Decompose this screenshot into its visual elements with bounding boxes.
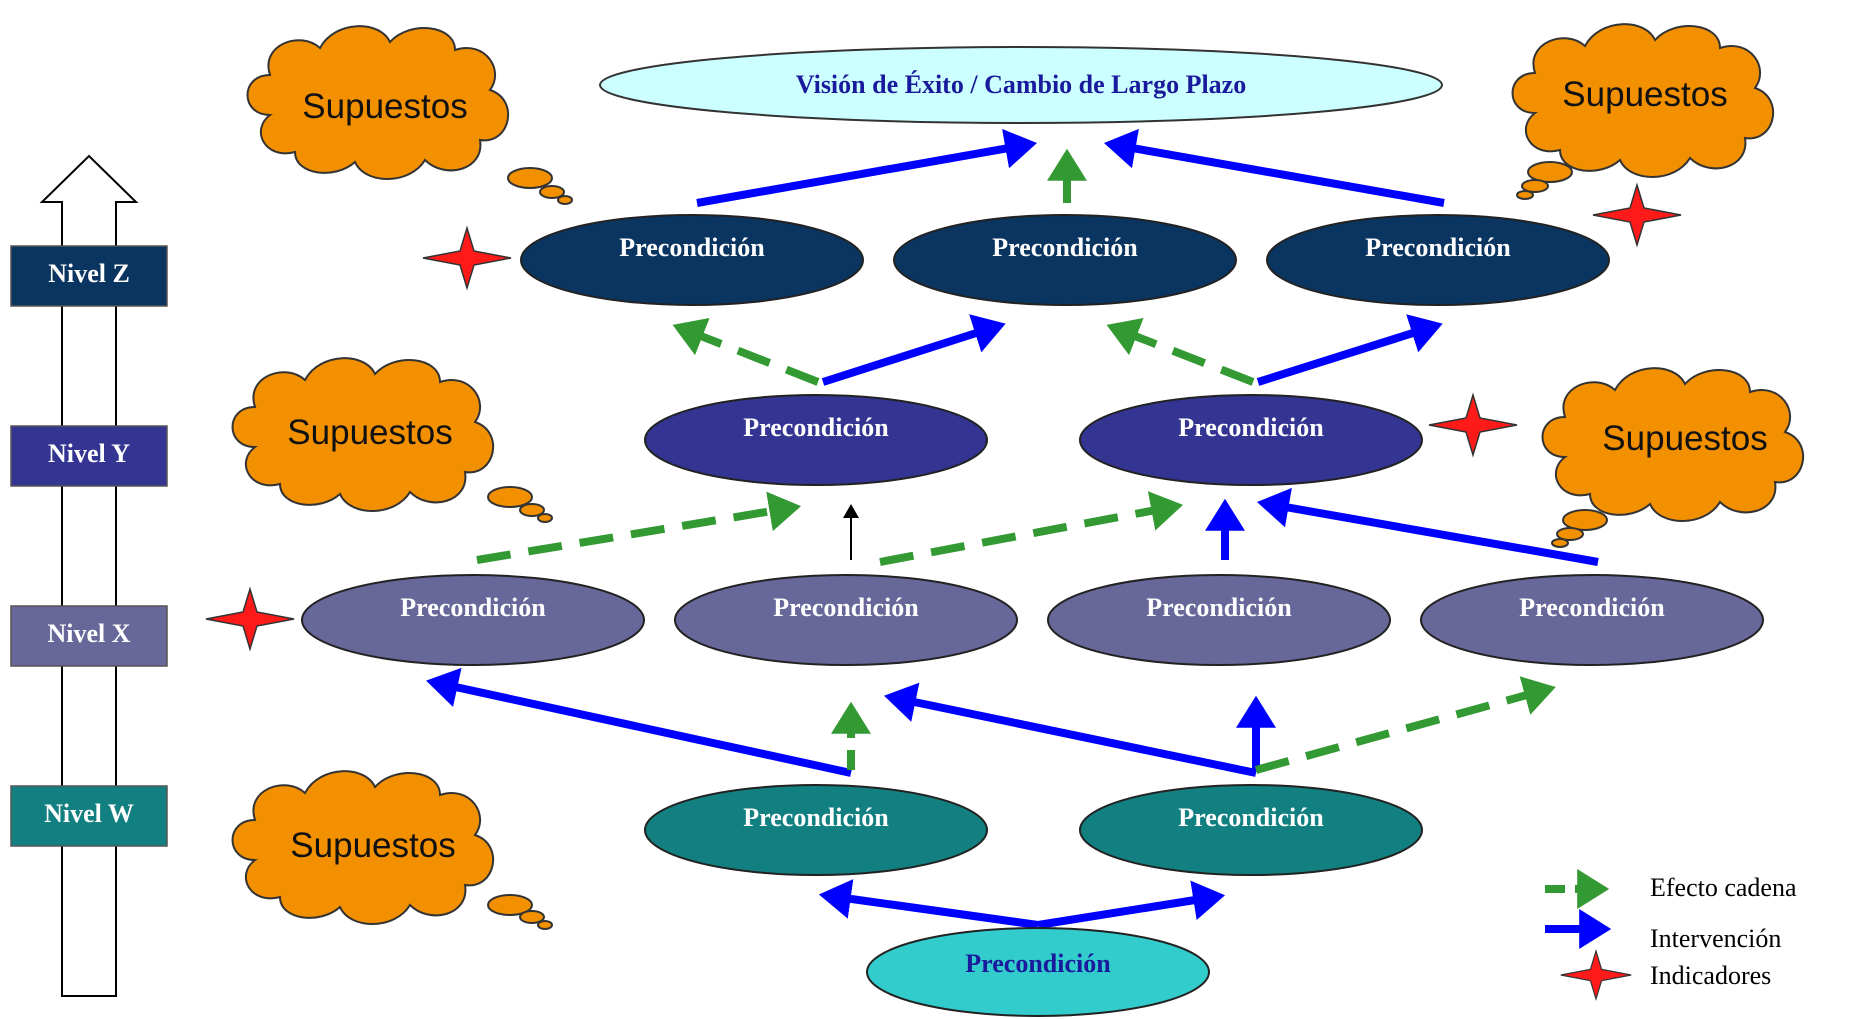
precondition-x3: Precondición <box>1047 574 1391 666</box>
assumption-cloud-mid-left: Supuestos <box>231 357 553 523</box>
intervention-arrow <box>821 314 1006 386</box>
level-y-label: Nivel Y <box>48 439 130 468</box>
level-x-badge: Nivel X <box>10 605 168 667</box>
precondition-label: Precondición <box>743 413 889 442</box>
intervention-arrow <box>884 682 1257 777</box>
chain-effect-arrow <box>672 317 820 386</box>
precondition-label: Precondición <box>619 233 765 262</box>
assumption-label: Supuestos <box>1602 419 1767 458</box>
precondition-x2: Precondición <box>674 574 1018 666</box>
precondition-label: Precondición <box>743 803 889 832</box>
precondition-w2: Precondición <box>1079 784 1423 876</box>
precondition-label: Precondición <box>400 593 546 622</box>
level-z-badge: Nivel Z <box>10 245 168 307</box>
assumption-label: Supuestos <box>290 826 455 865</box>
level-w-badge: Nivel W <box>10 785 168 847</box>
precondition-y2: Precondición <box>1079 394 1423 486</box>
indicator-legend-icon <box>1560 950 1632 1000</box>
intervention-arrow <box>1037 880 1226 929</box>
precondition-label: Precondición <box>1146 593 1292 622</box>
chain-effect-arrow <box>476 491 802 564</box>
chain-effect-arrow <box>1254 676 1556 774</box>
level-x-label: Nivel X <box>47 619 130 648</box>
assumption-label: Supuestos <box>302 87 467 126</box>
precondition-label: Precondición <box>1178 413 1324 442</box>
chain-effect-arrow <box>879 491 1184 566</box>
assumption-cloud-top-left: Supuestos <box>246 25 573 205</box>
level-y-badge: Nivel Y <box>10 425 168 487</box>
assumption-cloud-mid-right: Supuestos <box>1541 367 1805 548</box>
intervention-arrow <box>1256 487 1599 566</box>
chain-effect-arrows <box>476 148 1556 774</box>
legend-indicators: Indicadores <box>1650 961 1771 990</box>
precondition-z1: Precondición <box>520 214 864 306</box>
intervention-arrows <box>426 128 1599 929</box>
vision-label: Visión de Éxito / Cambio de Largo Plazo <box>796 70 1246 99</box>
chain-effect-arrow <box>1106 317 1255 386</box>
intervention-arrow <box>426 667 852 777</box>
precondition-label: Precondición <box>1365 233 1511 262</box>
level-z-label: Nivel Z <box>48 259 130 288</box>
intervention-arrow <box>696 128 1038 207</box>
precondition-y1: Precondición <box>644 394 988 486</box>
indicator-star-icon <box>1592 184 1682 246</box>
intervention-arrow <box>818 879 1039 929</box>
assumption-label: Supuestos <box>287 413 452 452</box>
indicator-star-icon <box>422 227 512 289</box>
precondition-x1: Precondición <box>301 574 645 666</box>
precondition-x4: Precondición <box>1420 574 1764 666</box>
precondition-w1: Precondición <box>644 784 988 876</box>
precondition-label: Precondición <box>1178 803 1324 832</box>
intervention-arrow <box>1256 314 1443 386</box>
precondition-label: Precondición <box>992 233 1138 262</box>
vision-node: Visión de Éxito / Cambio de Largo Plazo <box>599 46 1443 124</box>
precondition-z3: Precondición <box>1266 214 1610 306</box>
assumption-label: Supuestos <box>1562 75 1727 114</box>
level-w-label: Nivel W <box>44 799 134 828</box>
precondition-label: Precondición <box>965 949 1111 978</box>
assumption-cloud-top-right: Supuestos <box>1511 23 1775 200</box>
legend-chain-effect: Efecto cadena <box>1650 873 1797 902</box>
indicator-star-icon <box>205 588 295 650</box>
precondition-base: Precondición <box>866 927 1210 1017</box>
precondition-label: Precondición <box>1519 593 1665 622</box>
intervention-arrow <box>1103 128 1445 207</box>
assumption-cloud-bottom-left: Supuestos <box>231 770 553 930</box>
legend: Efecto cadena Intervención Indicadores <box>1545 869 1797 1000</box>
precondition-label: Precondición <box>773 593 919 622</box>
level-axis: Nivel Z Nivel Y Nivel X Nivel W <box>10 154 168 997</box>
legend-intervention: Intervención <box>1650 924 1781 953</box>
indicator-star-icon <box>1428 394 1518 456</box>
precondition-z2: Precondición <box>893 214 1237 306</box>
